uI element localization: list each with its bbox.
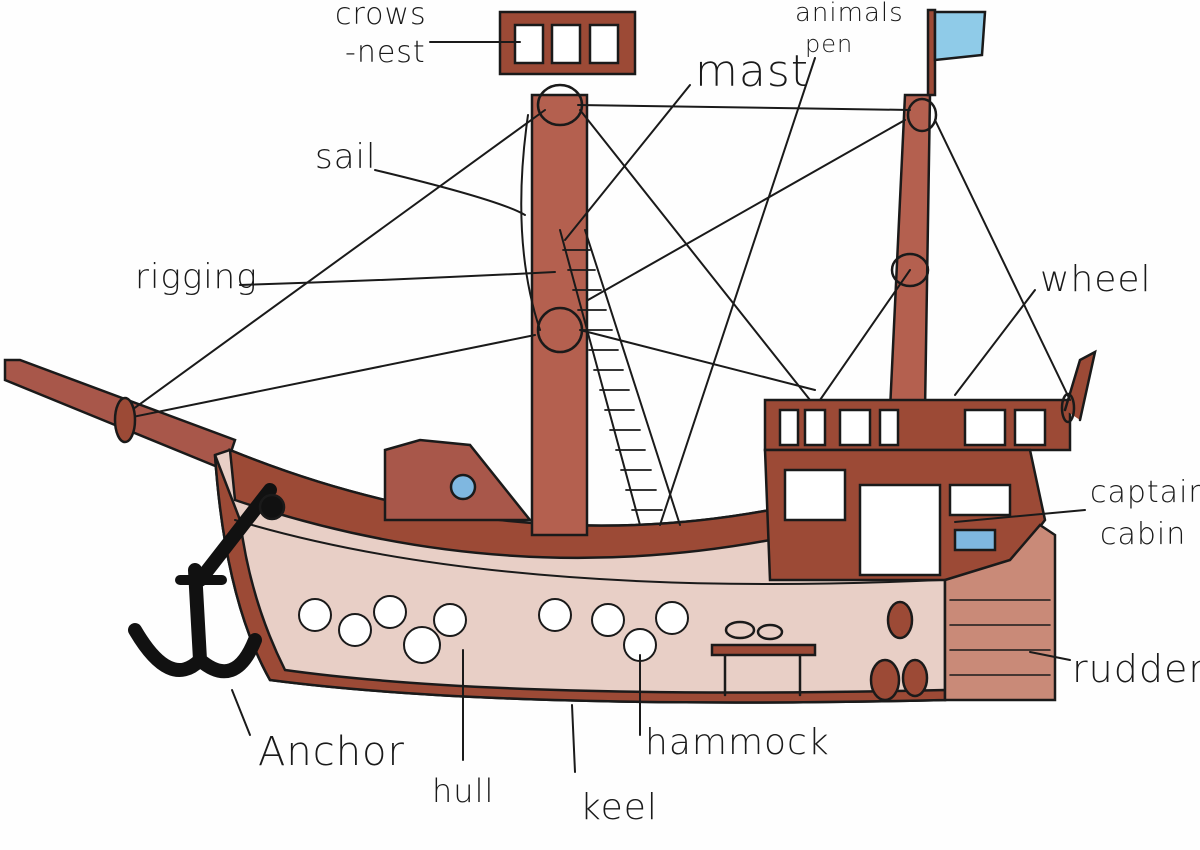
- label-anchor: Anchor: [258, 729, 405, 775]
- label-captain-cabin: captain: [1090, 475, 1200, 510]
- hammocks: [298, 595, 689, 664]
- ladder: [559, 229, 681, 526]
- rudder: [943, 523, 1057, 702]
- label-animals-pen-2: pen: [805, 30, 854, 58]
- anchor: [128, 483, 277, 679]
- label-keel: keel: [580, 787, 658, 828]
- label-captain-cabin-2: cabin: [1100, 517, 1187, 552]
- label-hammock: hammock: [645, 722, 830, 763]
- rear-mast: [888, 93, 932, 412]
- label-hull: hull: [432, 772, 495, 810]
- label-wheel: wheel: [1040, 259, 1152, 300]
- flag: [933, 10, 987, 62]
- label-crows-nest: crows: [335, 0, 427, 32]
- label-crows-nest-2: -nest: [345, 35, 426, 70]
- label-mast: mast: [695, 46, 809, 97]
- label-rudder: rudder: [1072, 647, 1200, 691]
- label-rigging: rigging: [135, 257, 258, 297]
- label-animals-pen: animals: [795, 0, 904, 28]
- bookshelf: [858, 483, 942, 577]
- main-mast: [530, 93, 589, 537]
- label-sail: sail: [315, 137, 377, 177]
